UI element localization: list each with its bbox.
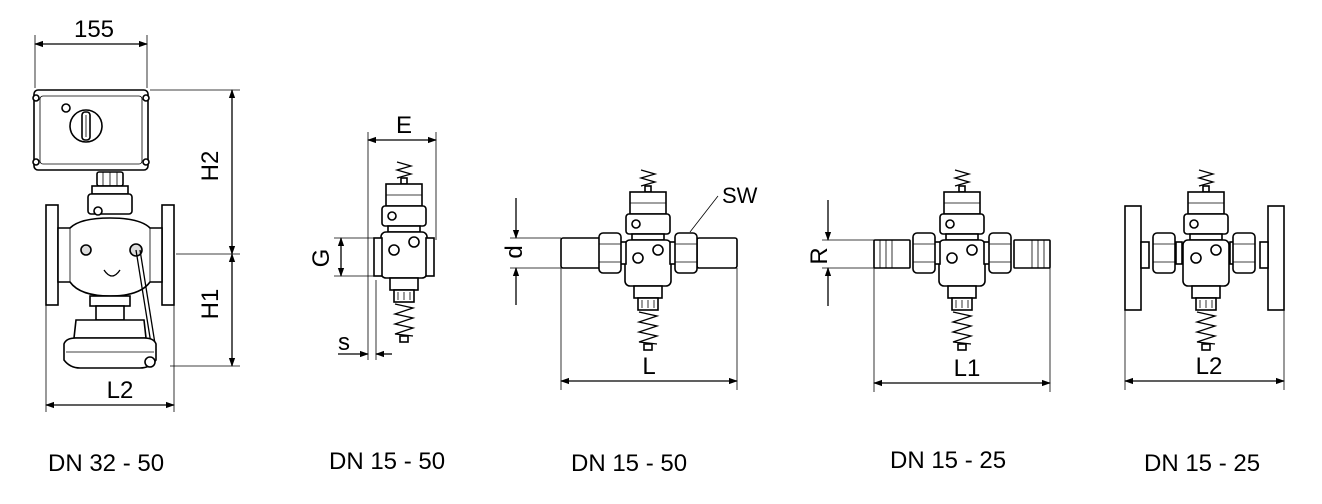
- dim-h1-label: H1: [197, 289, 224, 320]
- diagram-1-actuator-valve: 155: [32, 16, 240, 412]
- dim-length-label: L: [642, 353, 655, 380]
- dim-length-label: L2: [1196, 353, 1223, 380]
- dim-width-label: 155: [74, 16, 114, 43]
- diagram-4-male-thread-valve: R L1: [806, 169, 1051, 392]
- caption-diagram-2: DN 15 - 50: [329, 448, 446, 475]
- caption-diagram-3: DN 15 - 50: [571, 450, 688, 477]
- dim-length-label: L1: [954, 355, 981, 382]
- dim-length-label: L2: [107, 377, 134, 404]
- dim-h2-label: H2: [197, 151, 224, 182]
- diagram-2-side-view: E G s: [308, 112, 437, 360]
- dim-r-label: R: [806, 247, 833, 264]
- dim-sw-label: SW: [722, 183, 758, 208]
- dim-g-label: G: [308, 249, 335, 268]
- diagram-5-flanged-valve: L2: [1124, 169, 1285, 390]
- caption-diagram-5: DN 15 - 25: [1144, 450, 1261, 477]
- dim-d-label: d: [501, 245, 528, 258]
- dim-e-label: E: [396, 112, 412, 139]
- diagram-3-threaded-valve: d SW L: [501, 169, 758, 390]
- caption-diagram-4: DN 15 - 25: [890, 447, 1007, 474]
- caption-diagram-1: DN 32 - 50: [48, 450, 165, 477]
- dim-s-label: s: [338, 329, 350, 356]
